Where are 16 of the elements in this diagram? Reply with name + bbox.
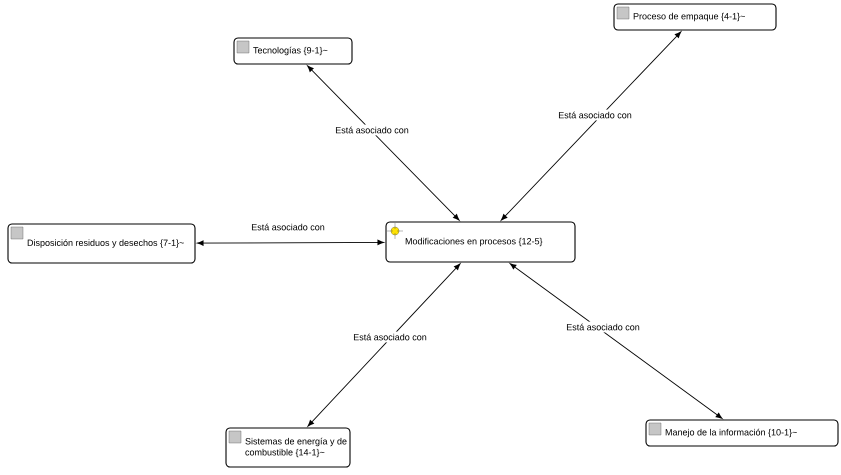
concept-box: Tecnologías {9-1}~ [233, 37, 353, 65]
concept-box: Disposición residuos y desechos {7-1}~ [7, 223, 196, 264]
concept-box: Manejo de la información {10-1}~ [645, 419, 839, 447]
arrow [196, 240, 384, 246]
concept-box: Proceso de empaque {4-1}~ [613, 3, 777, 31]
edge-label: Está asociado con [556, 110, 634, 120]
edge-label: Está asociado con [249, 222, 327, 232]
concept-box: Modificaciones en procesos {12-5} [385, 221, 576, 263]
arrow [510, 263, 722, 419]
edge-label: Está asociado con [564, 322, 642, 332]
arrow [307, 65, 460, 221]
arrow [308, 263, 460, 427]
edge-label: Está asociado con [333, 124, 411, 136]
concept-box: Sistemas de energía y de combustible {14-1}~ [225, 427, 351, 468]
edge-label: Está asociado con [351, 332, 429, 342]
arrow [500, 31, 682, 221]
